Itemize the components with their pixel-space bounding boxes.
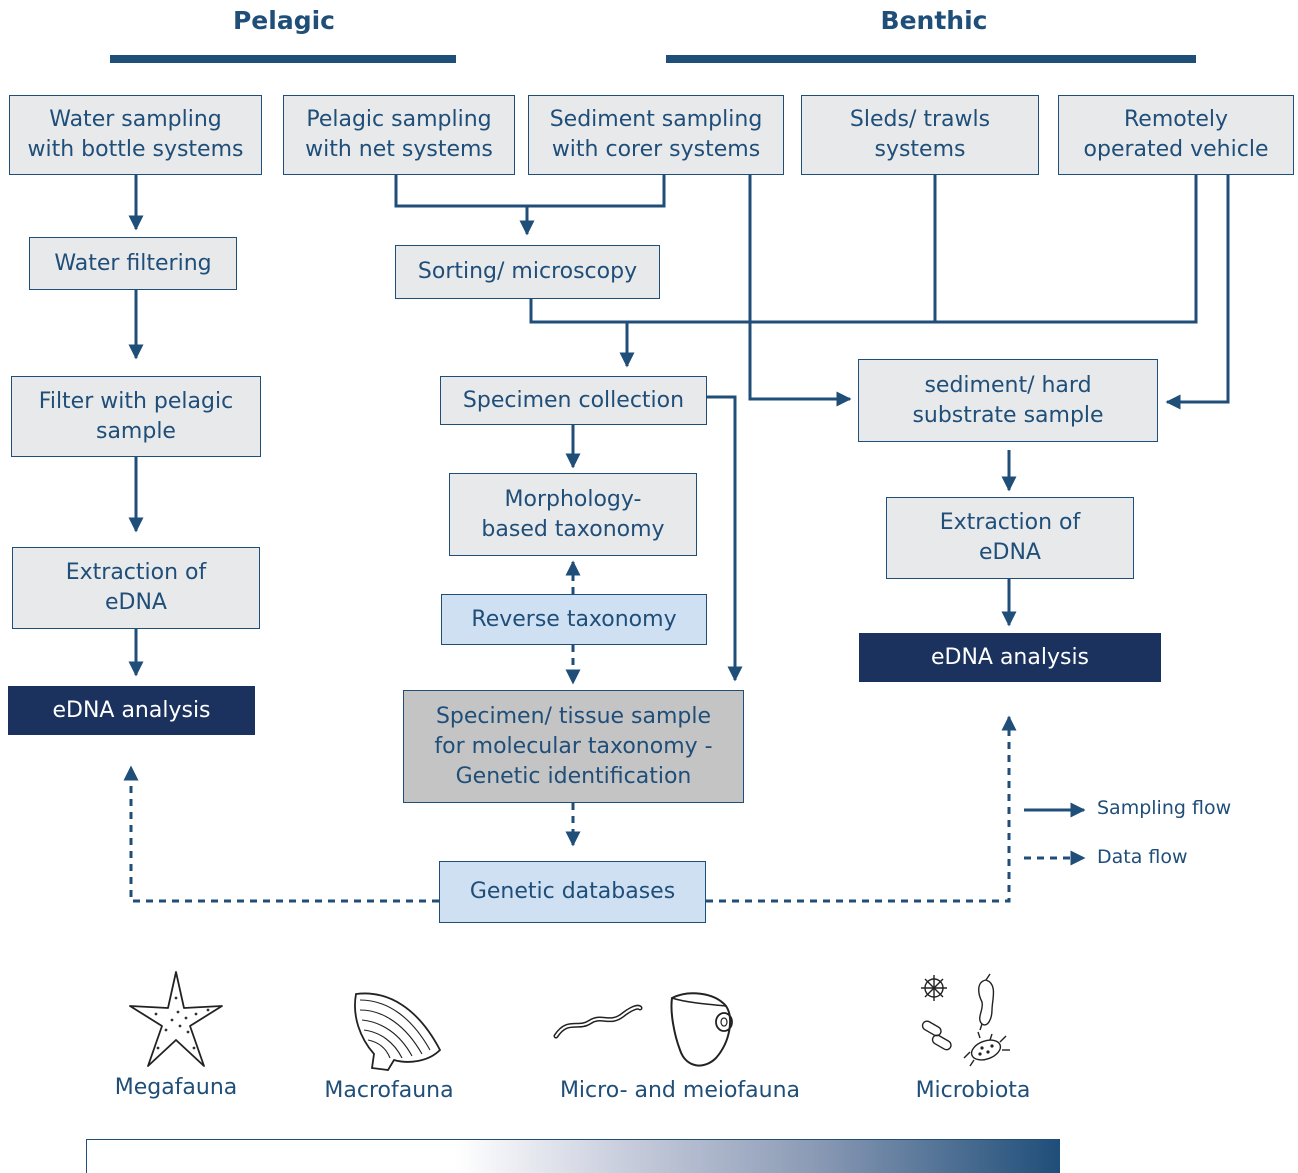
rov-box: Remotely operated vehicle bbox=[1058, 95, 1294, 175]
pelagic-sampling-box: Pelagic sampling with net systems bbox=[283, 95, 515, 175]
sleds-trawls-box: Sleds/ trawls systems bbox=[801, 95, 1039, 175]
label-microbiota: Microbiota bbox=[915, 1078, 1031, 1103]
legend-data-flow: Data flow bbox=[1097, 846, 1188, 868]
starfish-icon bbox=[129, 971, 223, 1067]
morphology-box: Morphology- based taxonomy bbox=[449, 473, 697, 556]
label-megafauna: Megafauna bbox=[114, 1075, 238, 1100]
label-macrofauna: Macrofauna bbox=[324, 1078, 454, 1103]
extraction-left-box: Extraction of eDNA bbox=[12, 547, 260, 629]
specimen-collection-box: Specimen collection bbox=[440, 376, 707, 425]
microbes-icon bbox=[921, 973, 1010, 1067]
water-filtering-box: Water filtering bbox=[29, 237, 237, 290]
header-benthic: Benthic bbox=[880, 6, 988, 35]
size-gradient-bar bbox=[86, 1139, 1060, 1173]
water-sampling-box: Water sampling with bottle systems bbox=[9, 95, 262, 175]
benthic-bar bbox=[666, 55, 1196, 63]
reverse-taxonomy-box: Reverse taxonomy bbox=[441, 594, 707, 645]
label-micro-meiofauna: Micro- and meiofauna bbox=[559, 1078, 801, 1103]
nematode-icon bbox=[553, 1004, 643, 1039]
sediment-sampling-box: Sediment sampling with corer systems bbox=[528, 95, 784, 175]
copepod-icon bbox=[670, 992, 733, 1067]
pelagic-bar bbox=[110, 55, 456, 63]
edna-analysis-left-box: eDNA analysis bbox=[8, 686, 255, 735]
filter-pelagic-box: Filter with pelagic sample bbox=[11, 376, 261, 457]
tissue-sample-box: Specimen/ tissue sample for molecular ta… bbox=[403, 690, 744, 803]
genetic-databases-box: Genetic databases bbox=[439, 861, 706, 923]
sediment-sample-box: sediment/ hard substrate sample bbox=[858, 359, 1158, 442]
edna-analysis-right-box: eDNA analysis bbox=[859, 633, 1161, 682]
sorting-box: Sorting/ microscopy bbox=[395, 245, 660, 299]
header-pelagic: Pelagic bbox=[232, 6, 335, 35]
shell-icon bbox=[354, 992, 442, 1071]
extraction-right-box: Extraction of eDNA bbox=[886, 497, 1134, 579]
legend-sampling-flow: Sampling flow bbox=[1097, 797, 1232, 819]
